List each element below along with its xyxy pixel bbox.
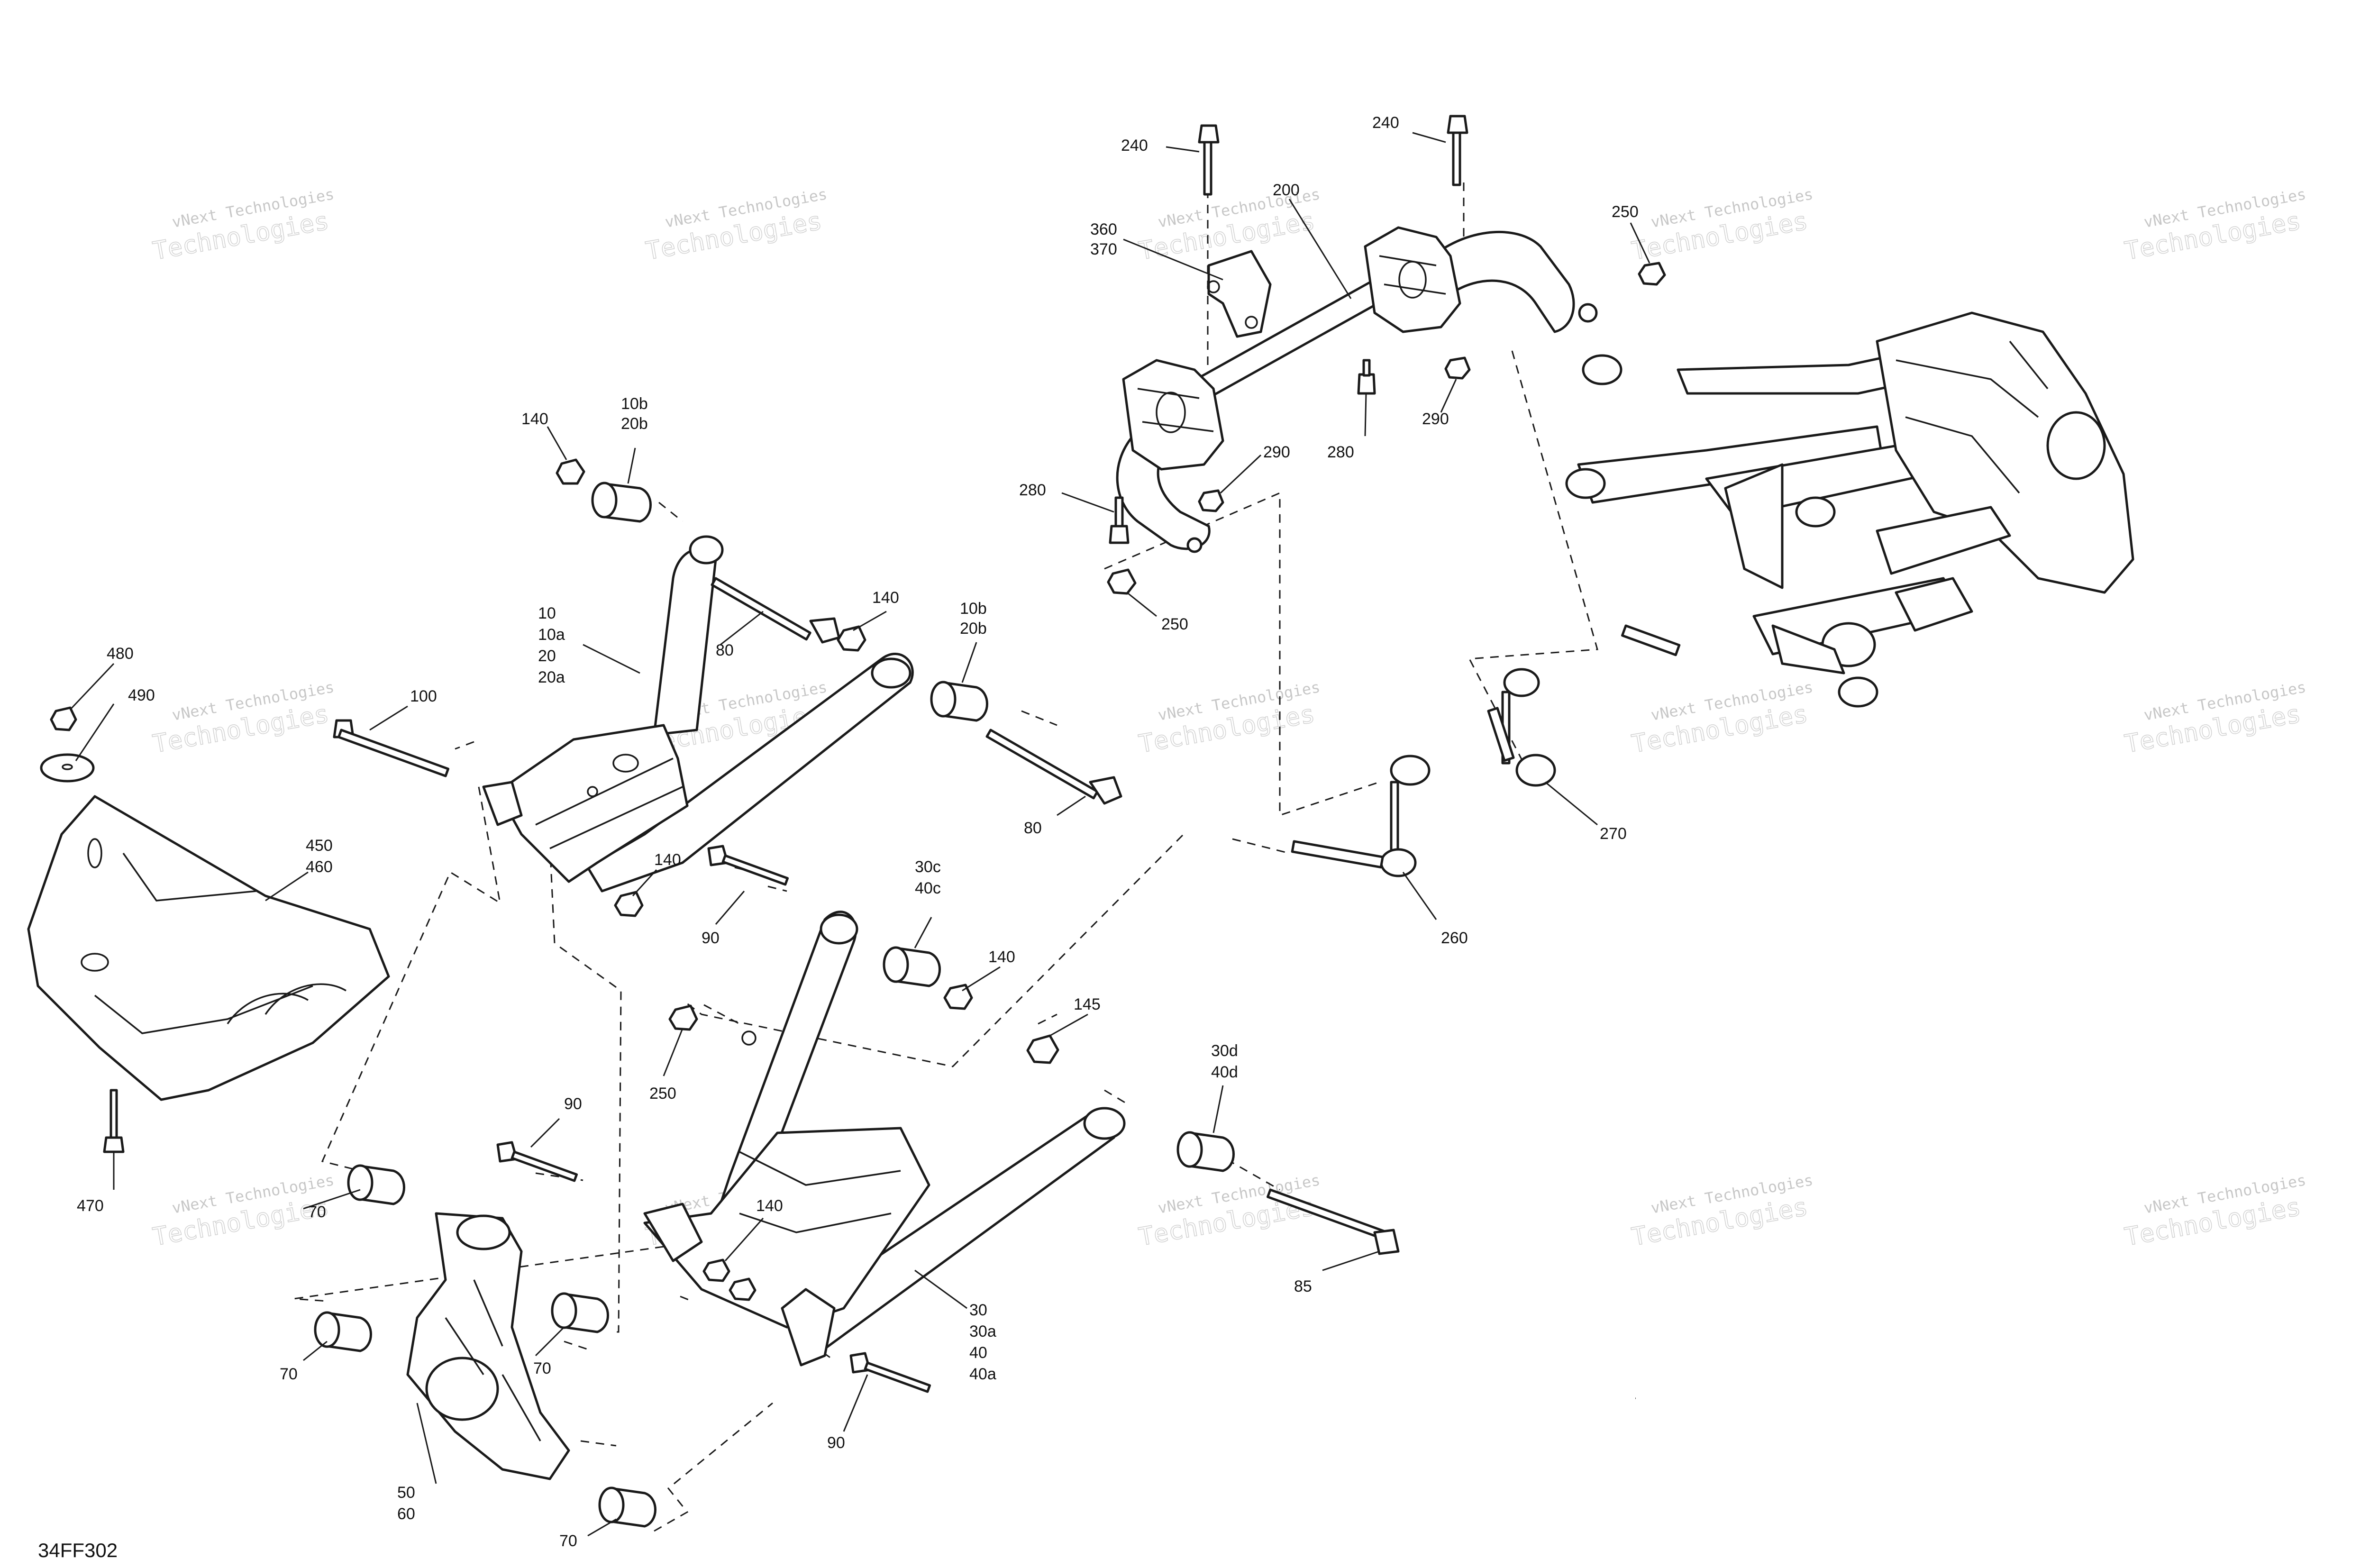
nut-290-a [1444, 356, 1471, 380]
callout-90: 90 [702, 929, 720, 947]
bushing-70-d [598, 1486, 656, 1528]
nut-250-lower [668, 1004, 698, 1031]
knuckle [406, 1212, 570, 1480]
nut-250-top [1638, 262, 1666, 286]
callout-480: 480 [107, 645, 134, 663]
link-260 [1291, 755, 1431, 877]
callout-270: 270 [1600, 825, 1627, 843]
bushing-10b-top [591, 482, 652, 523]
nut-290-b [1198, 489, 1224, 512]
bolt-90-b [496, 1141, 578, 1182]
callout-250: 250 [1612, 203, 1639, 221]
callout-260: 260 [1441, 929, 1468, 947]
bolt-280-a [1357, 359, 1376, 395]
callout-100: 100 [410, 687, 437, 705]
bushing-30c [883, 946, 941, 987]
bolt-85 [1267, 1188, 1400, 1255]
bushing-70-a [347, 1164, 405, 1205]
callout-70: 70 [280, 1365, 298, 1383]
bolt-470 [103, 1089, 125, 1153]
nut-140-lower [614, 891, 644, 917]
nut-140-bottom-a [702, 1258, 730, 1282]
link-270 [1487, 668, 1556, 787]
figure-code: 34FF302 [38, 1539, 118, 1561]
callout-250: 250 [649, 1085, 676, 1103]
bushing-70-c [314, 1311, 372, 1352]
bolt-240-right [1447, 115, 1468, 186]
callout-200: 200 [1273, 181, 1300, 199]
callout-85: 85 [1294, 1277, 1312, 1295]
nut-250-mid [1107, 568, 1137, 595]
washer-490 [40, 753, 95, 783]
shield-450 [27, 795, 390, 1101]
bolt-80-b [985, 729, 1122, 805]
nut-145 [1026, 1034, 1059, 1064]
bolt-280-b [1109, 496, 1130, 544]
bolt-90-c [849, 1352, 931, 1393]
bolt-240-left [1198, 124, 1220, 196]
stabilizer-bushing-clamp-left [1122, 359, 1224, 471]
callout-140: 140 [988, 948, 1015, 966]
bolt-80-a [711, 577, 840, 644]
bushing-10b-mid [930, 681, 988, 722]
callout-145: 145 [1074, 995, 1101, 1013]
callout-290: 290 [1263, 443, 1290, 461]
callout-280: 280 [1327, 443, 1354, 461]
nut-480 [50, 706, 77, 731]
assembled-suspension-view [1565, 311, 2134, 708]
callout-280: 280 [1019, 481, 1046, 499]
callout-70: 70 [559, 1532, 577, 1550]
callout-70: 70 [308, 1203, 326, 1221]
leader-lines [70, 132, 1650, 1537]
bracket-360 [1207, 250, 1272, 338]
callout-140: 140 [872, 589, 899, 607]
callout-140: 140 [654, 851, 681, 869]
callout-90: 90 [564, 1095, 582, 1113]
bushing-70-b [551, 1292, 609, 1333]
nut-140-top [556, 458, 585, 485]
lower-a-arm [643, 911, 1126, 1367]
nut-140-right [943, 984, 973, 1010]
callout-80: 80 [1024, 819, 1042, 837]
upper-a-arm [482, 535, 914, 893]
stabilizer-bushing-clamp-right [1364, 226, 1461, 333]
callout-470: 470 [77, 1197, 104, 1215]
bolt-100 [333, 719, 450, 777]
callout-140: 140 [521, 410, 548, 428]
callout-490: 490 [128, 686, 155, 704]
callout-80: 80 [716, 641, 734, 659]
callout-250: 250 [1161, 615, 1188, 633]
callout-290: 290 [1422, 410, 1449, 428]
nut-140-bottom-b [729, 1277, 757, 1301]
callout-90: 90 [827, 1434, 845, 1452]
callout-70: 70 [533, 1359, 551, 1377]
callout-140: 140 [756, 1197, 783, 1215]
bushing-30d [1176, 1131, 1235, 1172]
stabilizer-bar [1116, 230, 1598, 553]
callout-240: 240 [1372, 114, 1399, 132]
nut-140-mid [837, 625, 866, 652]
callout-240: 240 [1121, 137, 1148, 155]
bolt-90-a [707, 845, 789, 886]
